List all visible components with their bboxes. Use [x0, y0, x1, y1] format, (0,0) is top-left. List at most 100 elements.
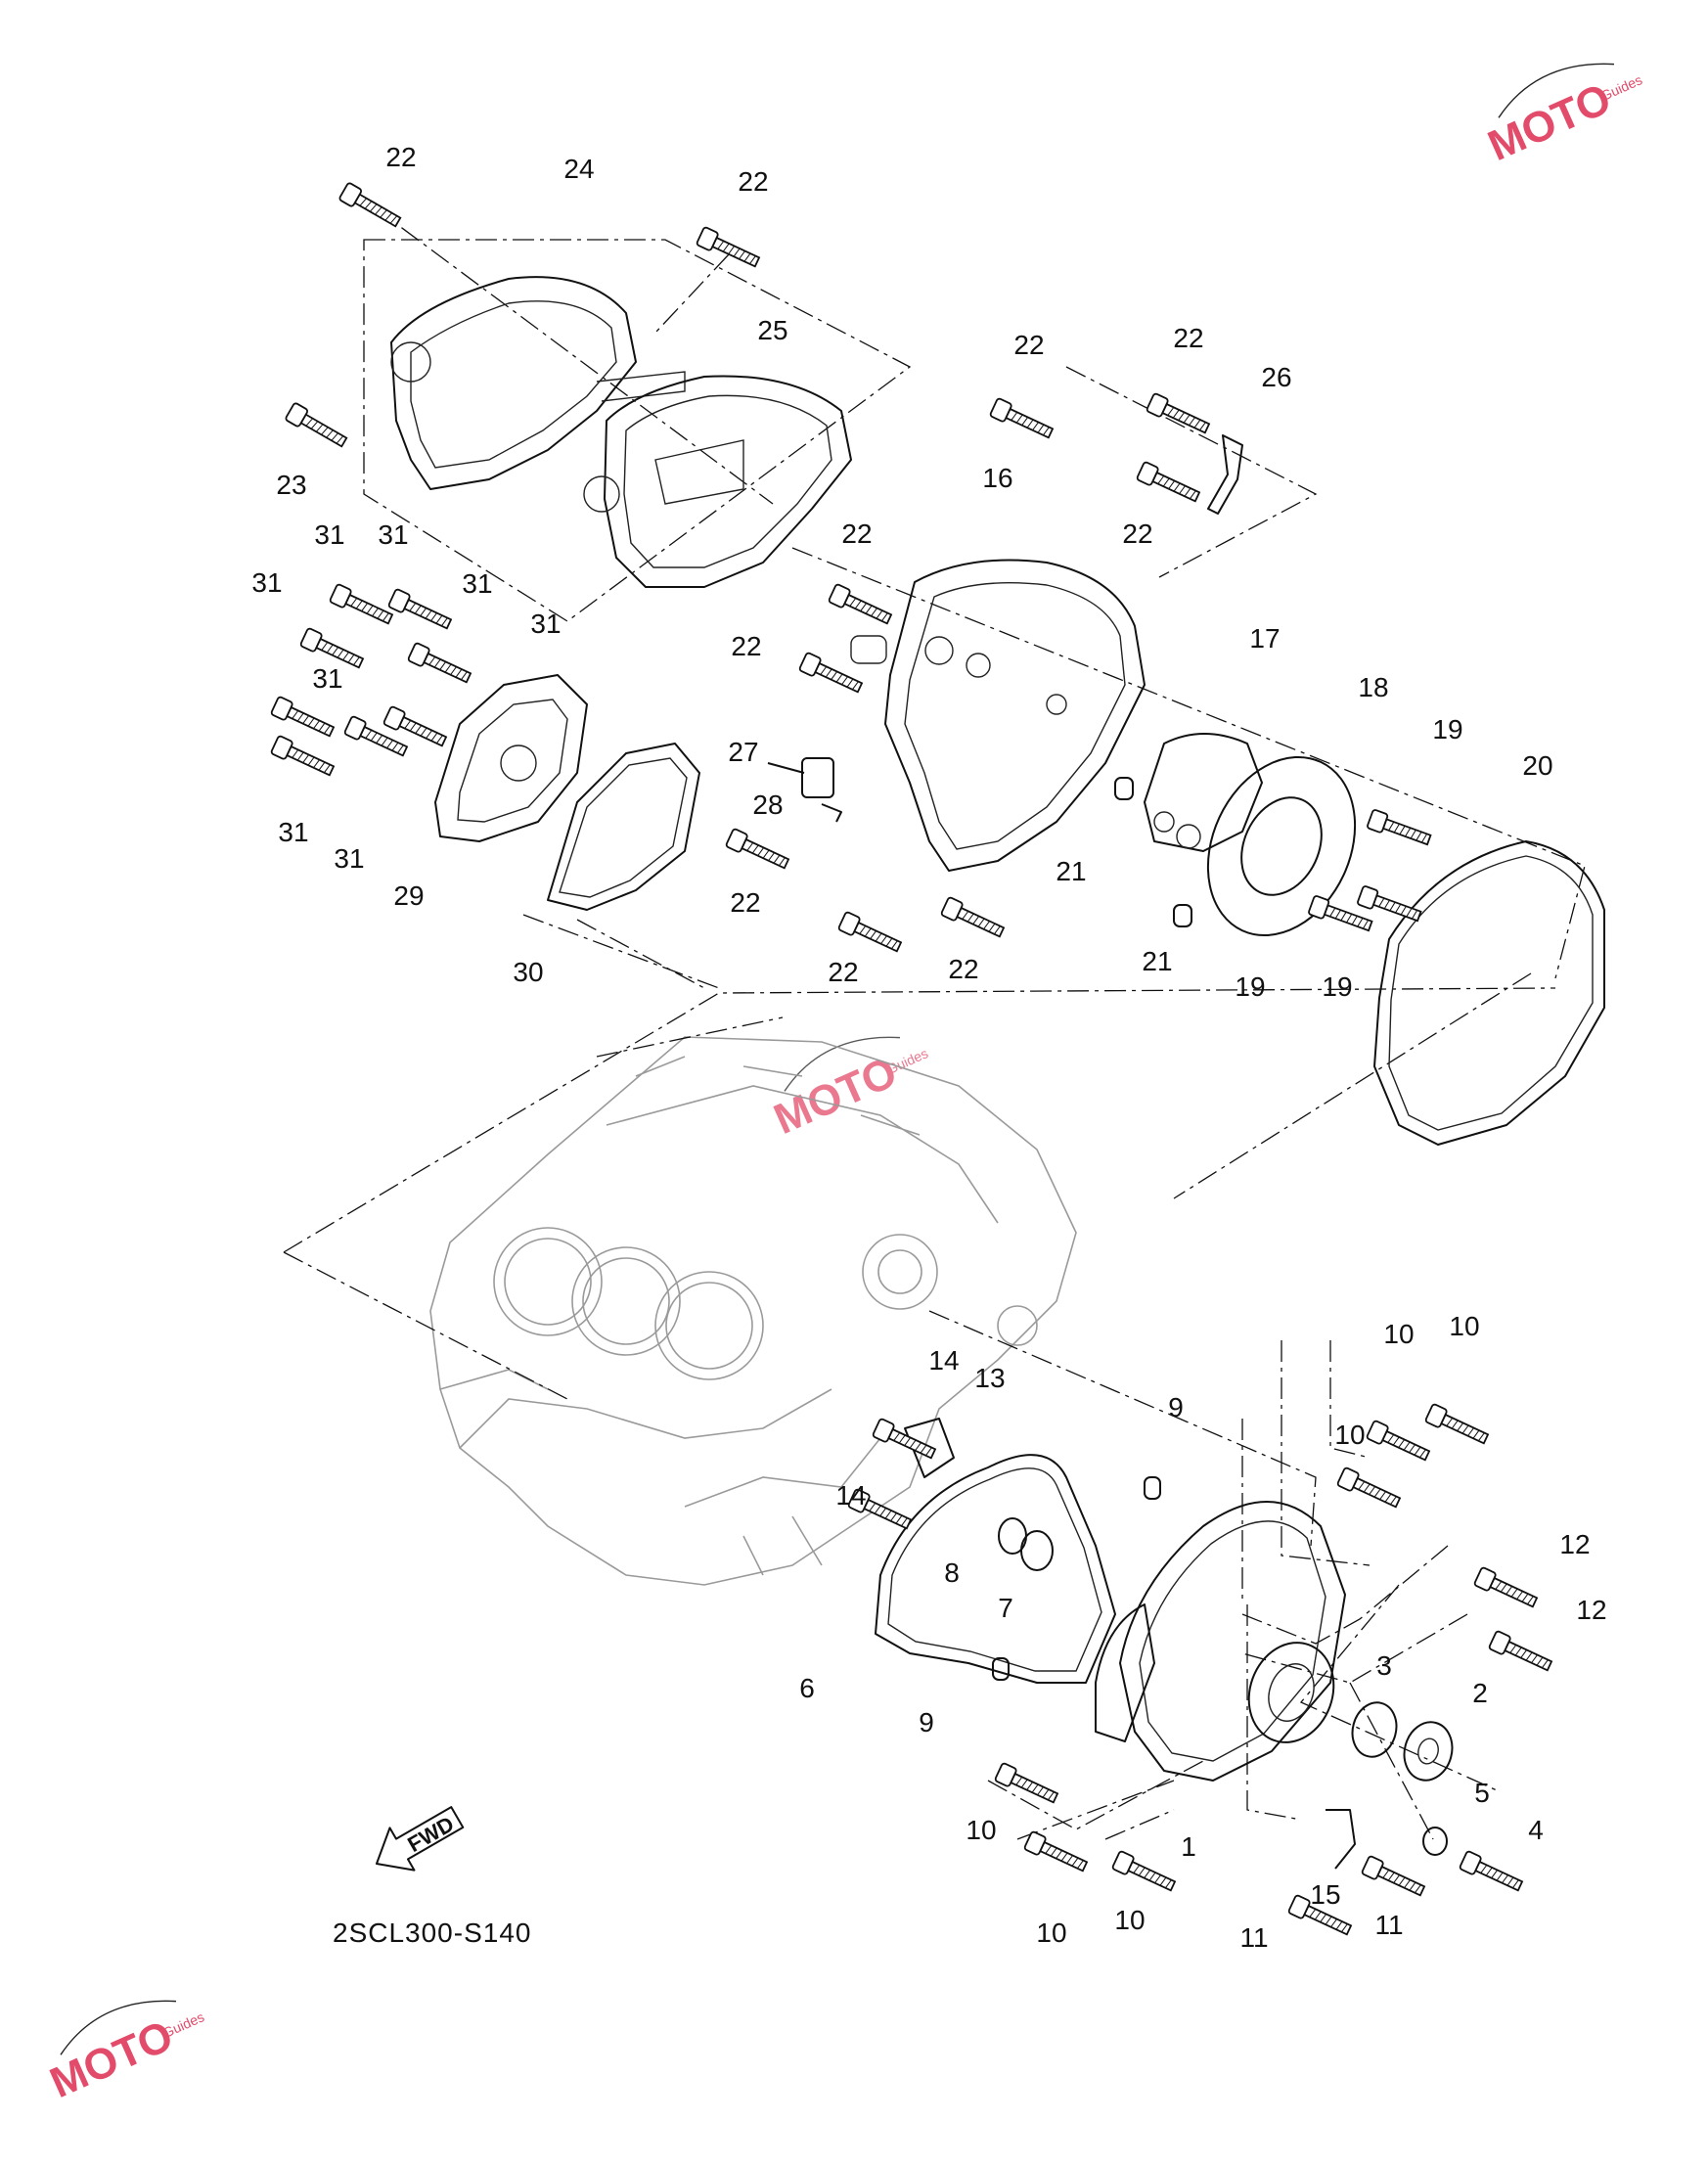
callout-c14b: 14 — [835, 1480, 866, 1511]
bolt-12 — [270, 696, 336, 738]
drawing-code: 2SCL300-S140 — [333, 1918, 531, 1948]
bolt-10 — [299, 627, 365, 669]
bolt-4 — [1136, 461, 1201, 503]
bolt-25 — [872, 1418, 937, 1460]
callout-c30: 30 — [513, 957, 543, 987]
callout-c1: 1 — [1181, 1831, 1196, 1862]
cover-29 — [434, 674, 588, 842]
callout-c23: 23 — [276, 470, 306, 500]
callout-c22c: 22 — [1013, 330, 1044, 360]
clip-15 — [1326, 1809, 1356, 1870]
bolt-19 — [1367, 809, 1432, 846]
bolt-31 — [1111, 1850, 1177, 1892]
o-ring-3 — [1351, 1701, 1398, 1758]
callout-c22j: 22 — [948, 954, 978, 984]
callout-c21a: 21 — [1056, 856, 1086, 886]
bolt-6 — [828, 583, 893, 625]
plug-2 — [1403, 1721, 1454, 1782]
watermark-logo-bottom-left: MOTO Guides — [43, 2000, 206, 2107]
callout-c22e: 22 — [1122, 519, 1152, 549]
callout-c13: 13 — [974, 1363, 1005, 1393]
callout-c31e: 31 — [530, 609, 561, 639]
callout-c9b: 9 — [919, 1707, 934, 1737]
bolt-5 — [285, 402, 348, 448]
callout-c31h: 31 — [334, 843, 364, 874]
bolt-13 — [343, 715, 409, 757]
callout-c7: 7 — [998, 1593, 1013, 1623]
pins-9 — [992, 1476, 1161, 1681]
svg-text:Guides: Guides — [1598, 71, 1644, 104]
callout-c11b: 11 — [1374, 1910, 1403, 1940]
bolt-7 — [798, 652, 864, 694]
callout-c16: 16 — [982, 463, 1012, 493]
watermark-logo-top-right: MOTO Guides — [1481, 63, 1644, 170]
washer-5 — [1422, 1827, 1448, 1856]
generator-cover-1 — [1095, 1501, 1346, 1782]
callout-c18: 18 — [1358, 672, 1388, 702]
callout-c10c: 10 — [1334, 1420, 1365, 1450]
callout-c8: 8 — [944, 1557, 960, 1588]
bolt-11 — [407, 642, 472, 684]
bolt-34 — [1459, 1850, 1524, 1892]
bolt-23 — [1424, 1403, 1490, 1445]
assembly-lines — [283, 204, 1586, 1840]
bolt-26 — [847, 1488, 913, 1530]
part-18-retainer — [1206, 755, 1357, 937]
callout-c19c: 19 — [1322, 971, 1352, 1002]
watermark-logo-center: MOTO Guides — [767, 1036, 930, 1144]
bolt-1 — [696, 226, 761, 268]
part-17-plate — [1144, 733, 1263, 852]
clutch-cover-16 — [850, 559, 1146, 872]
callout-c22h: 22 — [730, 887, 760, 918]
callout-c12a: 12 — [1559, 1529, 1590, 1559]
callout-c10b: 10 — [1449, 1311, 1479, 1341]
bracket-13 — [904, 1418, 955, 1478]
callout-c22a: 22 — [385, 142, 416, 172]
callout-c22i: 22 — [828, 957, 858, 987]
callout-c12b: 12 — [1576, 1595, 1606, 1625]
bolt-8 — [329, 583, 394, 625]
callout-c6: 6 — [799, 1673, 815, 1703]
bolt-29 — [994, 1762, 1059, 1804]
callout-c4: 4 — [1528, 1815, 1544, 1845]
callout-c5: 5 — [1474, 1778, 1490, 1808]
bolt-33 — [1361, 1855, 1426, 1897]
gasket-6 — [875, 1454, 1116, 1684]
bolt-15 — [270, 735, 336, 777]
bolt-16 — [725, 828, 790, 870]
gasket-20 — [1373, 840, 1605, 1146]
callout-c19a: 19 — [1432, 714, 1462, 745]
callout-c20: 20 — [1522, 750, 1552, 781]
svg-text:Guides: Guides — [160, 2008, 206, 2041]
callout-c31f: 31 — [312, 663, 342, 694]
callout-c17: 17 — [1249, 623, 1280, 654]
clip-28 — [821, 803, 842, 823]
sensor-27 — [767, 757, 834, 798]
fwd-arrow: FWD — [376, 1806, 465, 1872]
callout-c27: 27 — [728, 737, 758, 767]
callout-c26: 26 — [1261, 362, 1291, 392]
callout-c31a: 31 — [314, 519, 344, 550]
oil-seal-7-8 — [998, 1517, 1054, 1571]
bolt-9 — [387, 588, 453, 630]
callout-c31g: 31 — [278, 817, 308, 847]
callout-c29: 29 — [393, 880, 424, 911]
bolt-30 — [1023, 1830, 1089, 1873]
bolt-18 — [940, 896, 1006, 938]
callout-c10a: 10 — [1383, 1319, 1414, 1349]
callout-c19b: 19 — [1235, 971, 1265, 1002]
svg-text:Guides: Guides — [884, 1045, 930, 1077]
bolts — [270, 182, 1553, 1936]
callout-c11a: 11 — [1239, 1922, 1268, 1953]
bolt-32 — [1287, 1894, 1353, 1936]
bolt-17 — [837, 911, 903, 953]
dowel-pin-21a — [1114, 777, 1134, 800]
gasket-30 — [547, 743, 700, 911]
bolt-21 — [1357, 885, 1422, 923]
crankcase-cover-24 — [390, 276, 686, 490]
callout-c22g: 22 — [731, 631, 761, 661]
callout-c31d: 31 — [251, 567, 282, 598]
callout-c14a: 14 — [928, 1345, 959, 1376]
